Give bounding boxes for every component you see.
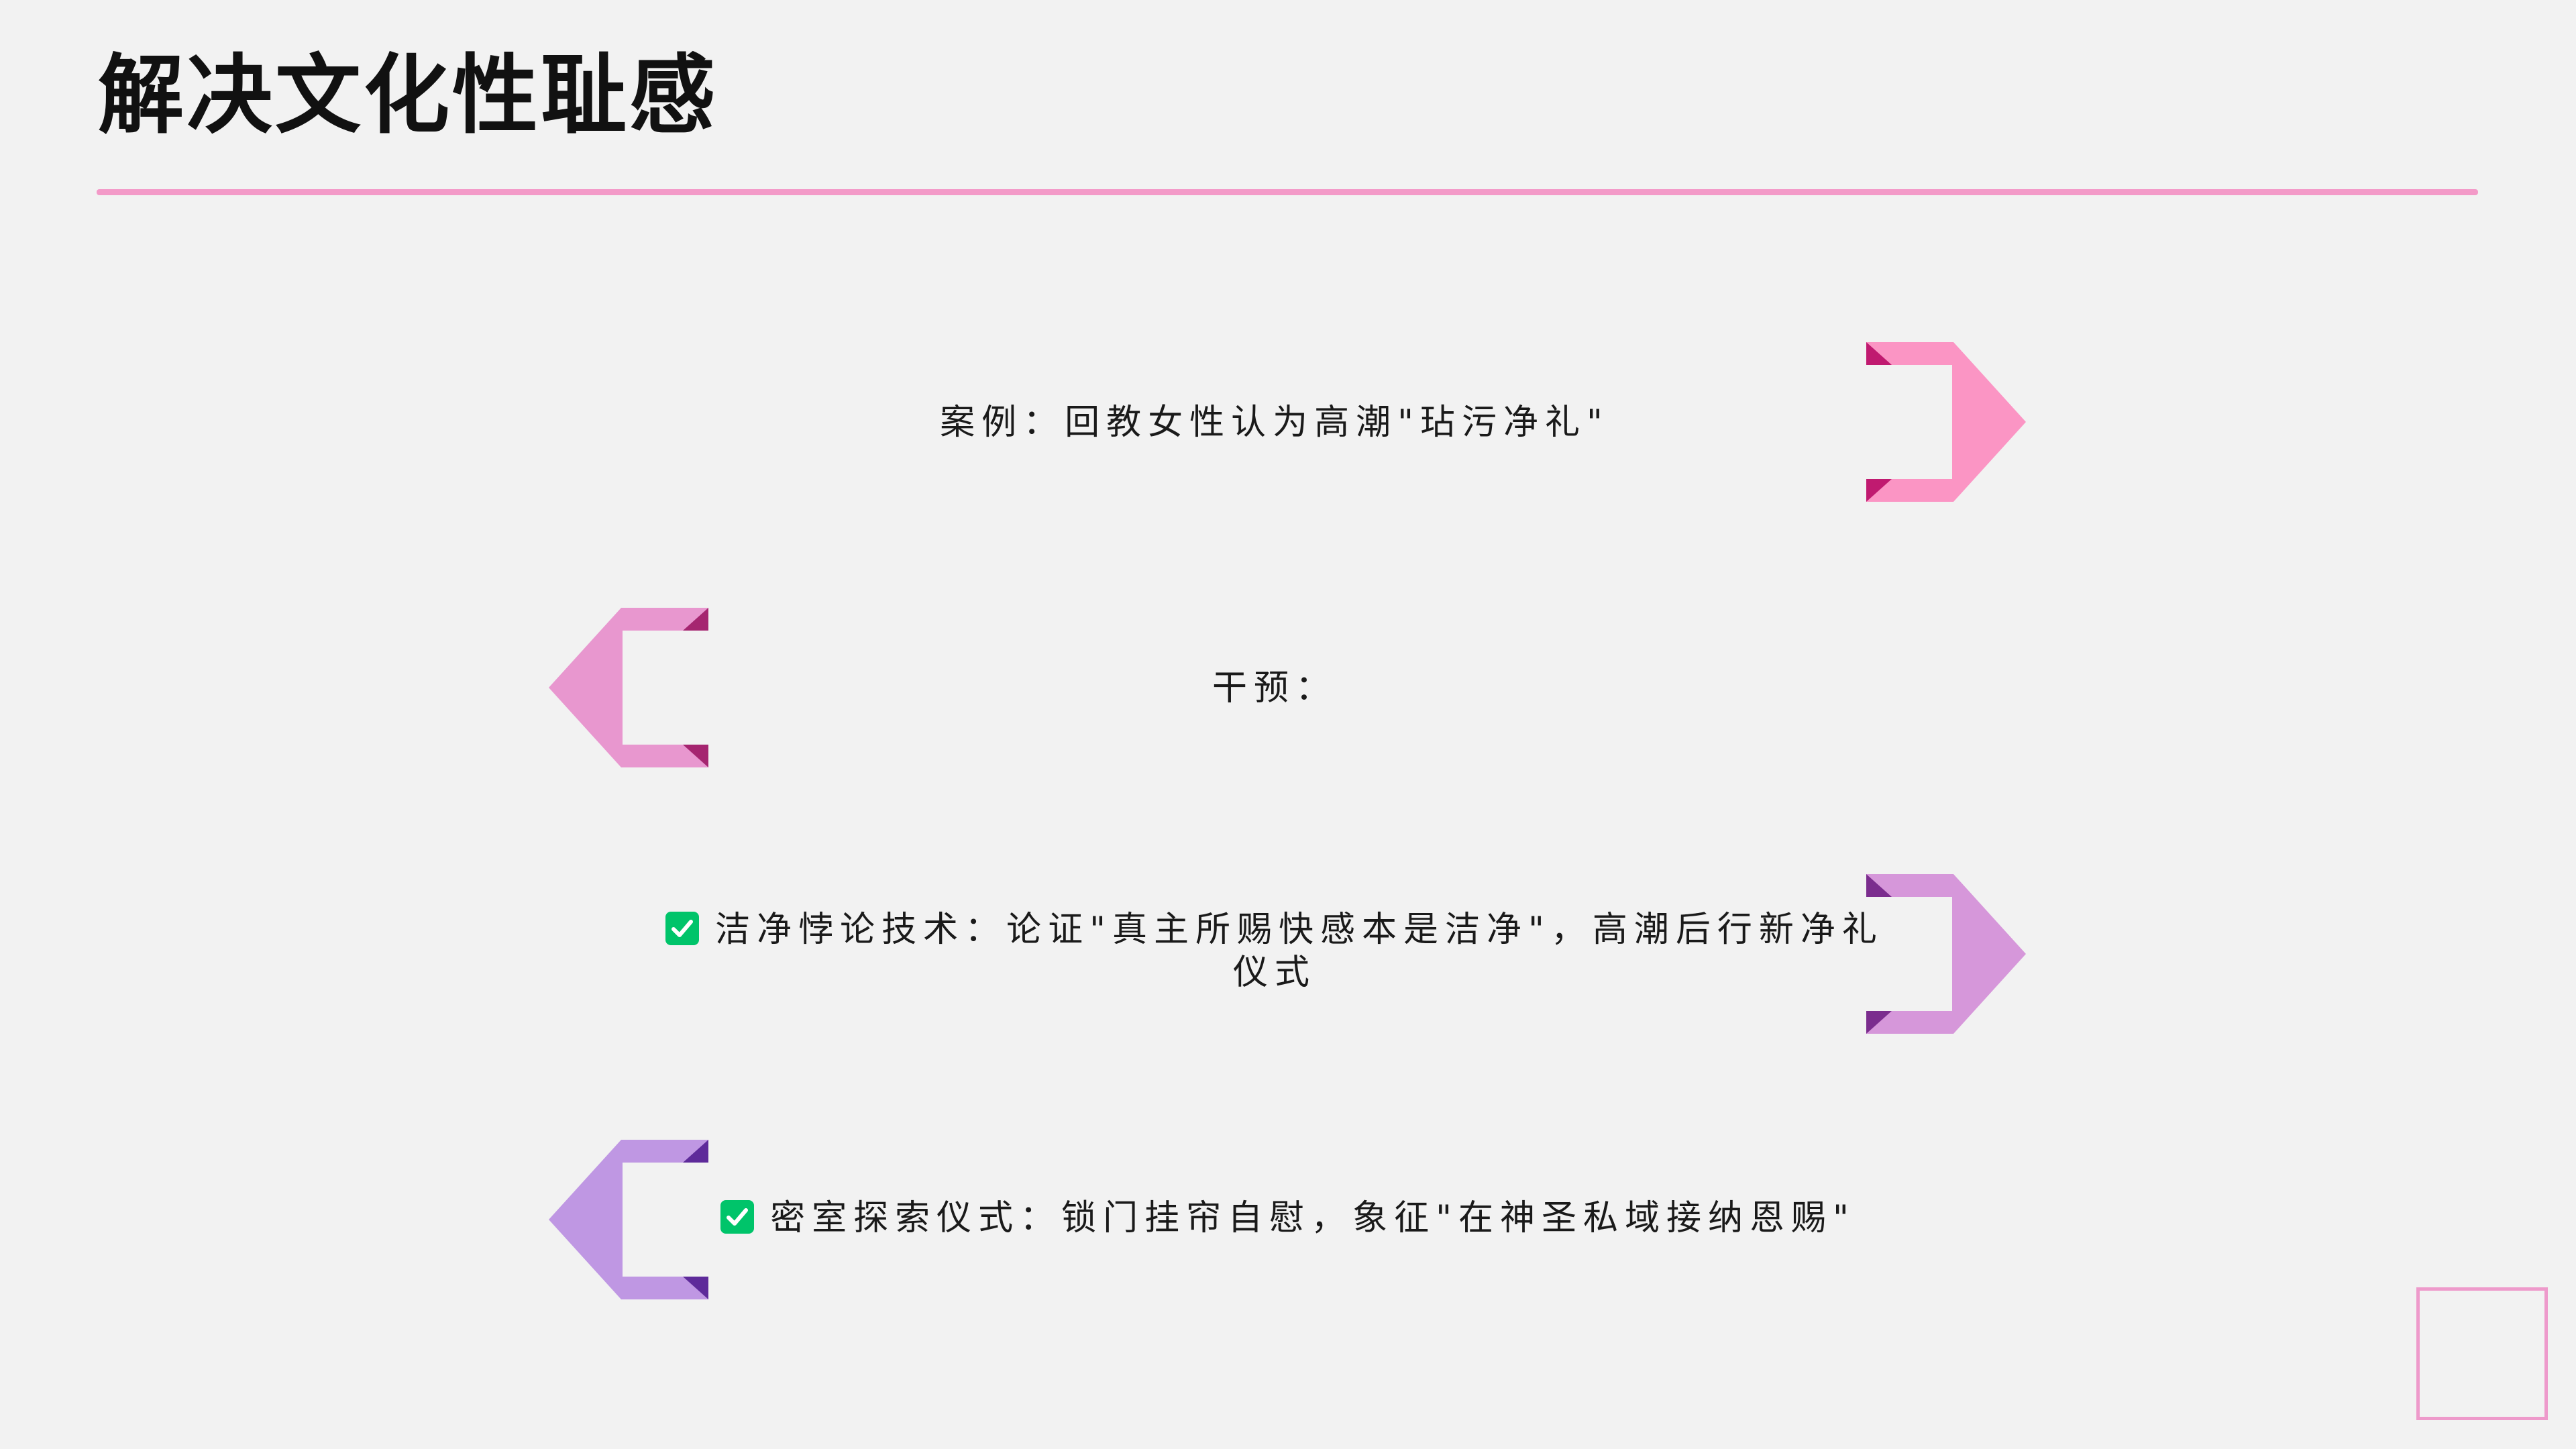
- title-divider: [97, 189, 2478, 195]
- chevron-left-icon: [549, 1140, 710, 1301]
- checkbox-checked-icon[interactable]: [720, 1200, 755, 1234]
- chevron-right-icon: [1866, 874, 2027, 1035]
- chevron-right-icon: [1866, 342, 2027, 503]
- purity-paradox-text-line2: 仪式: [1232, 953, 1316, 993]
- secret-room-ritual-text: 密室探索仪式：锁门挂帘自慰，象征"在神圣私域接纳恩赐": [770, 1198, 1856, 1238]
- secret-room-ritual-row: 密室探索仪式：锁门挂帘自慰，象征"在神圣私域接纳恩赐": [671, 1197, 1905, 1240]
- purity-paradox-line1: 洁净悖论技术：论证"真主所赐快感本是洁净"，高潮后行新净礼: [604, 908, 1945, 951]
- corner-decoration-box: [2416, 1287, 2548, 1420]
- chevron-left-icon: [549, 608, 710, 769]
- purity-paradox-text: 洁净悖论技术：论证"真主所赐快感本是洁净"，高潮后行新净礼 仪式: [604, 908, 1945, 994]
- case-text: 案例：回教女性认为高潮"玷污净礼": [940, 402, 1609, 443]
- intervention-label: 干预：: [1212, 668, 1337, 708]
- purity-paradox-text-line1: 洁净悖论技术：论证"真主所赐快感本是洁净"，高潮后行新净礼: [715, 910, 1884, 950]
- checkbox-checked-icon[interactable]: [665, 912, 700, 945]
- slide-title: 解决文化性耻感: [98, 46, 718, 146]
